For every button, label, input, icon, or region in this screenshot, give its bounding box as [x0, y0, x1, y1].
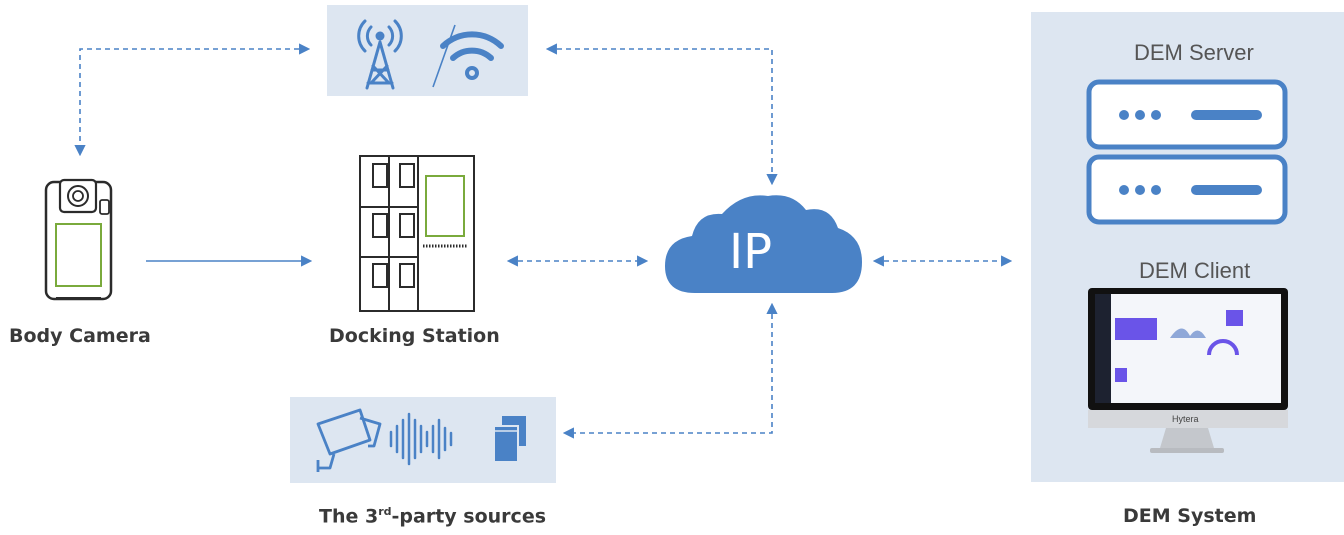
third-party-label: The 3rd-party sources: [319, 505, 546, 527]
cell-tower-icon: [357, 19, 403, 90]
sound-wave-icon: [389, 412, 453, 466]
connectors: [74, 43, 1013, 439]
cctv-camera-icon: [316, 408, 382, 472]
cloud-label: IP: [729, 224, 773, 280]
dem-system-label: DEM System: [1123, 505, 1257, 527]
third-party-label-prefix: The 3: [319, 505, 379, 528]
slash-divider: [432, 24, 456, 88]
docking-station-label: Docking Station: [329, 325, 500, 347]
wireless-panel: [327, 5, 528, 96]
docking-station-device: [359, 155, 475, 312]
link-cloud-thirdparty: [562, 302, 778, 439]
body-camera-device: [44, 178, 113, 301]
monitor-icon: [1088, 288, 1288, 453]
link-wireless-cloud: [545, 43, 778, 186]
window-icon: [493, 416, 526, 463]
dem-server-label: DEM Server: [1134, 40, 1254, 65]
cloud-icon: [665, 195, 862, 293]
third-party-label-sup: rd: [378, 505, 392, 518]
link-wireless-bodycam: [74, 43, 311, 157]
wifi-icon: [440, 31, 504, 80]
third-party-label-suffix: -party sources: [391, 505, 547, 528]
monitor-brand-logo: Hytera: [1172, 414, 1199, 424]
body-camera-label: Body Camera: [9, 325, 151, 347]
server-icon: [1086, 79, 1288, 225]
dem-client-label: DEM Client: [1139, 258, 1251, 283]
